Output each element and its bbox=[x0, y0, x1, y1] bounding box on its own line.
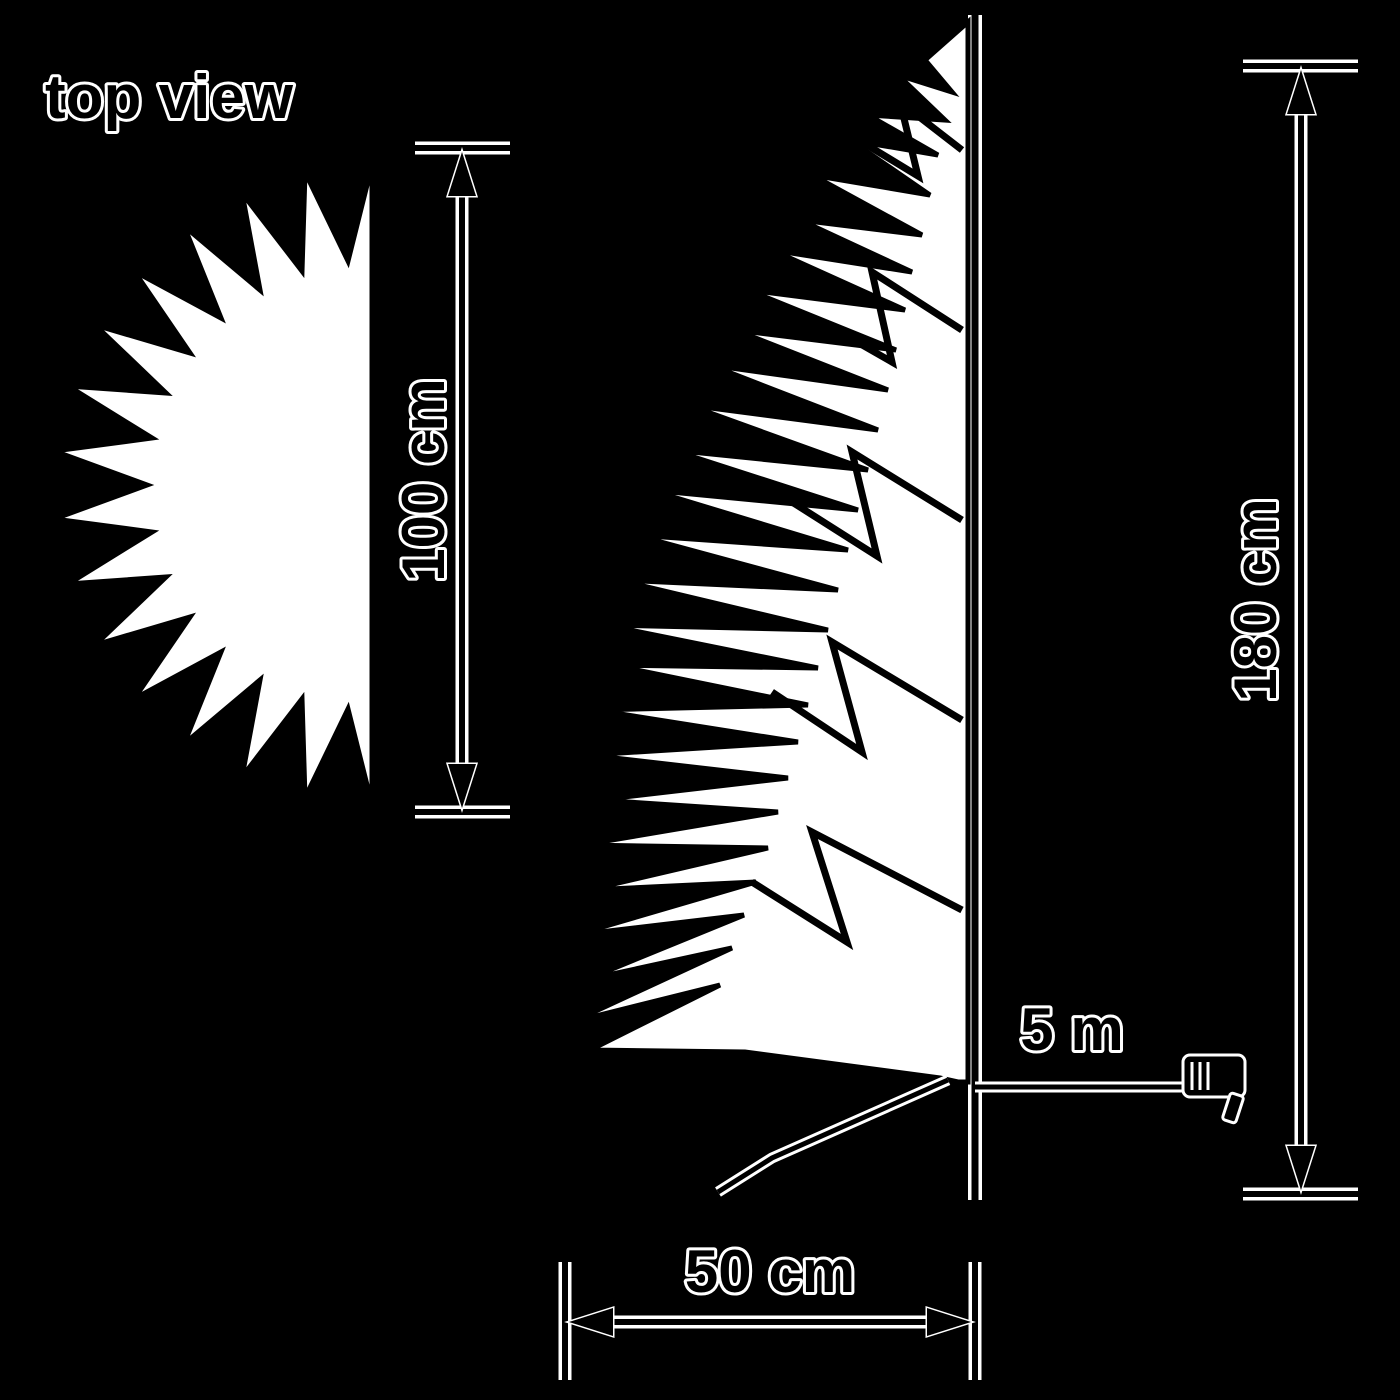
arrowhead-down-icon bbox=[1284, 1144, 1318, 1195]
arrowhead-up-icon bbox=[1284, 65, 1318, 116]
tree-height-label: 180 cm bbox=[1222, 498, 1289, 702]
arrowhead-left-icon bbox=[564, 1305, 615, 1339]
arrowhead-right-icon bbox=[925, 1305, 976, 1339]
base-depth-label: 50 cm bbox=[685, 1238, 855, 1305]
dimension-180cm: 180 cm bbox=[1219, 59, 1358, 1201]
side-view-tree-shape bbox=[570, 16, 971, 1085]
dimension-100cm: 100 cm bbox=[387, 141, 510, 819]
cable-length-label: 5 m bbox=[1020, 996, 1123, 1063]
arrowhead-down-icon bbox=[445, 762, 479, 813]
power-adapter-icon bbox=[1181, 1053, 1247, 1125]
top-view-height-label: 100 cm bbox=[390, 378, 457, 582]
top-view-shape bbox=[53, 164, 375, 806]
arrowhead-up-icon bbox=[445, 147, 479, 198]
top-view-label: top view bbox=[45, 63, 294, 132]
dimension-50cm: 50 cm bbox=[558, 1235, 982, 1380]
tree-stand-leg bbox=[715, 1074, 951, 1197]
tree-branch-tier-lines bbox=[750, 93, 965, 951]
